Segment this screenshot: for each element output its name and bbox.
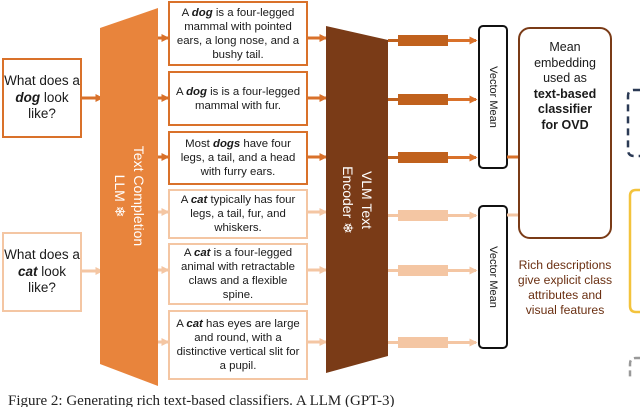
edge-dashed-shape-top bbox=[626, 88, 640, 158]
query-cat-prefix: What does a bbox=[4, 247, 80, 263]
edge-yellow-shape bbox=[628, 188, 640, 314]
encoder-block bbox=[326, 26, 388, 373]
description-text-4: A cat typically has four legs, a tail, f… bbox=[180, 194, 296, 234]
query-text-cat: What does a cat look like? bbox=[4, 247, 80, 297]
query-dog-prefix: What does a bbox=[4, 73, 80, 89]
embeddings-dog bbox=[388, 35, 478, 163]
classifier-result-box bbox=[518, 27, 612, 239]
result-bold3: for OVD bbox=[541, 117, 589, 132]
description-text-2: A dog is is a four-legged mammal with fu… bbox=[175, 85, 301, 112]
encoder-label: VLM Text Encoder ❄ bbox=[337, 130, 377, 270]
figure-caption: Figure 2: Generating rich text-based cla… bbox=[8, 393, 395, 407]
description-text-3: Most dogs have four legs, a tail, and a … bbox=[180, 138, 296, 178]
query-box-cat: What does a cat look like? bbox=[2, 232, 82, 312]
result-bold1: text-based bbox=[533, 86, 597, 101]
vector-mean-cat-label: Vector Mean bbox=[487, 246, 499, 308]
classifier-result-text: Mean embedding used as text-based classi… bbox=[524, 40, 606, 133]
snowflake-icon: ❄ bbox=[340, 222, 356, 234]
description-box-3: Most dogs have four legs, a tail, and a … bbox=[168, 131, 308, 185]
result-bold2: classifier bbox=[537, 102, 593, 116]
query-text-dog: What does a dog look like? bbox=[4, 73, 80, 123]
result-line1: Mean bbox=[549, 40, 581, 54]
query-box-dog: What does a dog look like? bbox=[2, 58, 82, 138]
edge-dashed-shape-bottom bbox=[628, 356, 640, 380]
llm-block bbox=[100, 8, 158, 386]
result-line3: used as bbox=[543, 71, 587, 85]
llm-label-line2: LLM bbox=[112, 174, 128, 202]
rich-descriptions-note: Rich descriptions give explicit class at… bbox=[517, 258, 613, 317]
description-text-5: A cat is a four-legged animal with retra… bbox=[181, 247, 295, 301]
vector-mean-cat-box bbox=[478, 205, 508, 349]
description-box-1: A dog is a four-legged mammal with point… bbox=[168, 1, 308, 66]
vector-mean-dog-box bbox=[478, 25, 508, 169]
query-dog-suffix: look like? bbox=[28, 89, 69, 122]
snowflake-icon: ❄ bbox=[112, 205, 128, 218]
description-text-6: A cat has eyes are large and round, with… bbox=[176, 318, 300, 372]
description-box-4: A cat typically has four legs, a tail, f… bbox=[168, 189, 308, 239]
encoder-label-line2: Encoder bbox=[340, 166, 356, 219]
vector-mean-dog-label: Vector Mean bbox=[487, 66, 499, 128]
query-dog-keyword: dog bbox=[15, 89, 41, 105]
llm-label-line1: Text Completion bbox=[131, 145, 147, 247]
query-cat-keyword: cat bbox=[17, 263, 38, 279]
encoder-label-line1: VLM Text bbox=[359, 170, 375, 230]
description-box-2: A dog is is a four-legged mammal with fu… bbox=[168, 71, 308, 126]
result-line2: embedding bbox=[534, 55, 596, 70]
embeddings-cat bbox=[388, 210, 478, 348]
description-text-1: A dog is a four-legged mammal with point… bbox=[176, 6, 300, 61]
description-box-6: A cat has eyes are large and round, with… bbox=[168, 310, 308, 380]
description-box-5: A cat is a four-legged animal with retra… bbox=[168, 243, 308, 305]
llm-label: Text Completion LLM ❄ bbox=[109, 91, 149, 301]
query-cat-suffix: look like? bbox=[28, 263, 67, 296]
